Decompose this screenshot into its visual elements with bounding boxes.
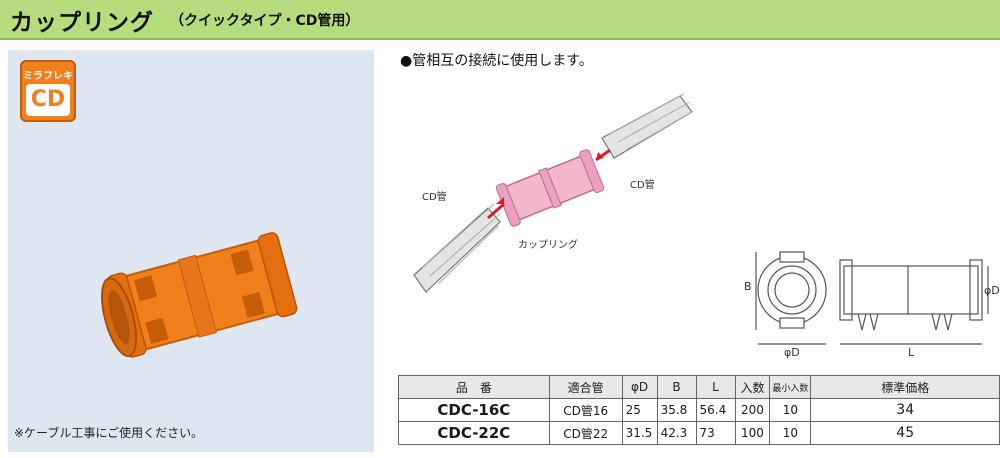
- header-min-quantity: 最小入数: [769, 375, 812, 399]
- page-header: カップリング （クイックタイプ・CD管用）: [0, 0, 1000, 40]
- insert-arrows: [487, 148, 611, 220]
- connection-illustration: [413, 93, 989, 345]
- coupling-product-image: [101, 232, 298, 358]
- table-row: CDC-16C CD管16 25 35.8 56.4 200 10 34: [398, 398, 1000, 422]
- label-cd-pipe-left: CD管: [422, 192, 447, 203]
- front-view-drawing: [755, 251, 827, 345]
- header-standard-price: 標準価格: [810, 375, 1000, 399]
- header-compatible-pipe: 適合管: [548, 375, 623, 399]
- cell-compatible-pipe: CD管22: [548, 421, 623, 445]
- cell-min-quantity: 10: [769, 421, 812, 445]
- cell-l: 56.4: [695, 398, 736, 422]
- label-coupling: カップリング: [518, 240, 578, 251]
- cell-l: 73: [695, 421, 736, 445]
- page-subtitle: （クイックタイプ・CD管用）: [170, 13, 360, 29]
- cell-diameter: 25: [621, 398, 658, 422]
- table-row: CDC-22C CD管22 31.5 42.3 73 100 10 45: [398, 421, 1000, 445]
- cell-part-number: CDC-22C: [398, 421, 550, 445]
- label-dim-b: B: [744, 280, 752, 293]
- label-cd-pipe-right: CD管: [630, 180, 655, 191]
- cell-price: 45: [810, 421, 1000, 445]
- label-dim-d-bottom: φD: [784, 346, 800, 359]
- cd-pipe-right-graphic: [601, 93, 693, 159]
- header-diameter: φD: [621, 375, 658, 399]
- pink-coupling-graphic: [495, 149, 605, 227]
- cell-part-number: CDC-16C: [398, 398, 550, 422]
- product-badge: ミラフレキ CD: [20, 60, 76, 122]
- cell-min-quantity: 10: [769, 398, 812, 422]
- cell-b: 35.8: [656, 398, 697, 422]
- header-l: L: [695, 375, 736, 399]
- cell-price: 34: [810, 398, 1000, 422]
- label-dim-l: L: [908, 346, 915, 359]
- description-text: ●管相互の接続に使用します。: [400, 53, 593, 69]
- side-view-drawing: [839, 259, 989, 345]
- cd-pipe-left-graphic: [413, 203, 501, 293]
- badge-label: ミラフレキ: [23, 71, 73, 82]
- spec-table: 品 番 適合管 φD B L 入数 最小入数 標準価格 CDC-16C CD管1…: [398, 375, 1000, 445]
- cell-quantity: 100: [734, 421, 771, 445]
- cell-b: 42.3: [656, 421, 697, 445]
- cell-diameter: 31.5: [621, 421, 658, 445]
- coupling-body: [101, 232, 298, 358]
- product-photo-panel: ミラフレキ CD ※ケーブル工事にご使用ください。: [8, 50, 374, 452]
- badge-cd: CD: [26, 84, 70, 116]
- table-header-row: 品 番 適合管 φD B L 入数 最小入数 標準価格: [398, 375, 1000, 399]
- header-b: B: [656, 375, 697, 399]
- cell-quantity: 200: [734, 398, 771, 422]
- cell-compatible-pipe: CD管16: [548, 398, 623, 422]
- connection-diagram: CD管 CD管 カップリング B φD L φD: [400, 80, 1000, 374]
- label-dim-d-right: φD: [984, 284, 1000, 297]
- usage-note: ※ケーブル工事にご使用ください。: [14, 426, 204, 440]
- header-quantity: 入数: [734, 375, 771, 399]
- header-part-number: 品 番: [398, 375, 550, 399]
- page-title: カップリング: [10, 10, 154, 36]
